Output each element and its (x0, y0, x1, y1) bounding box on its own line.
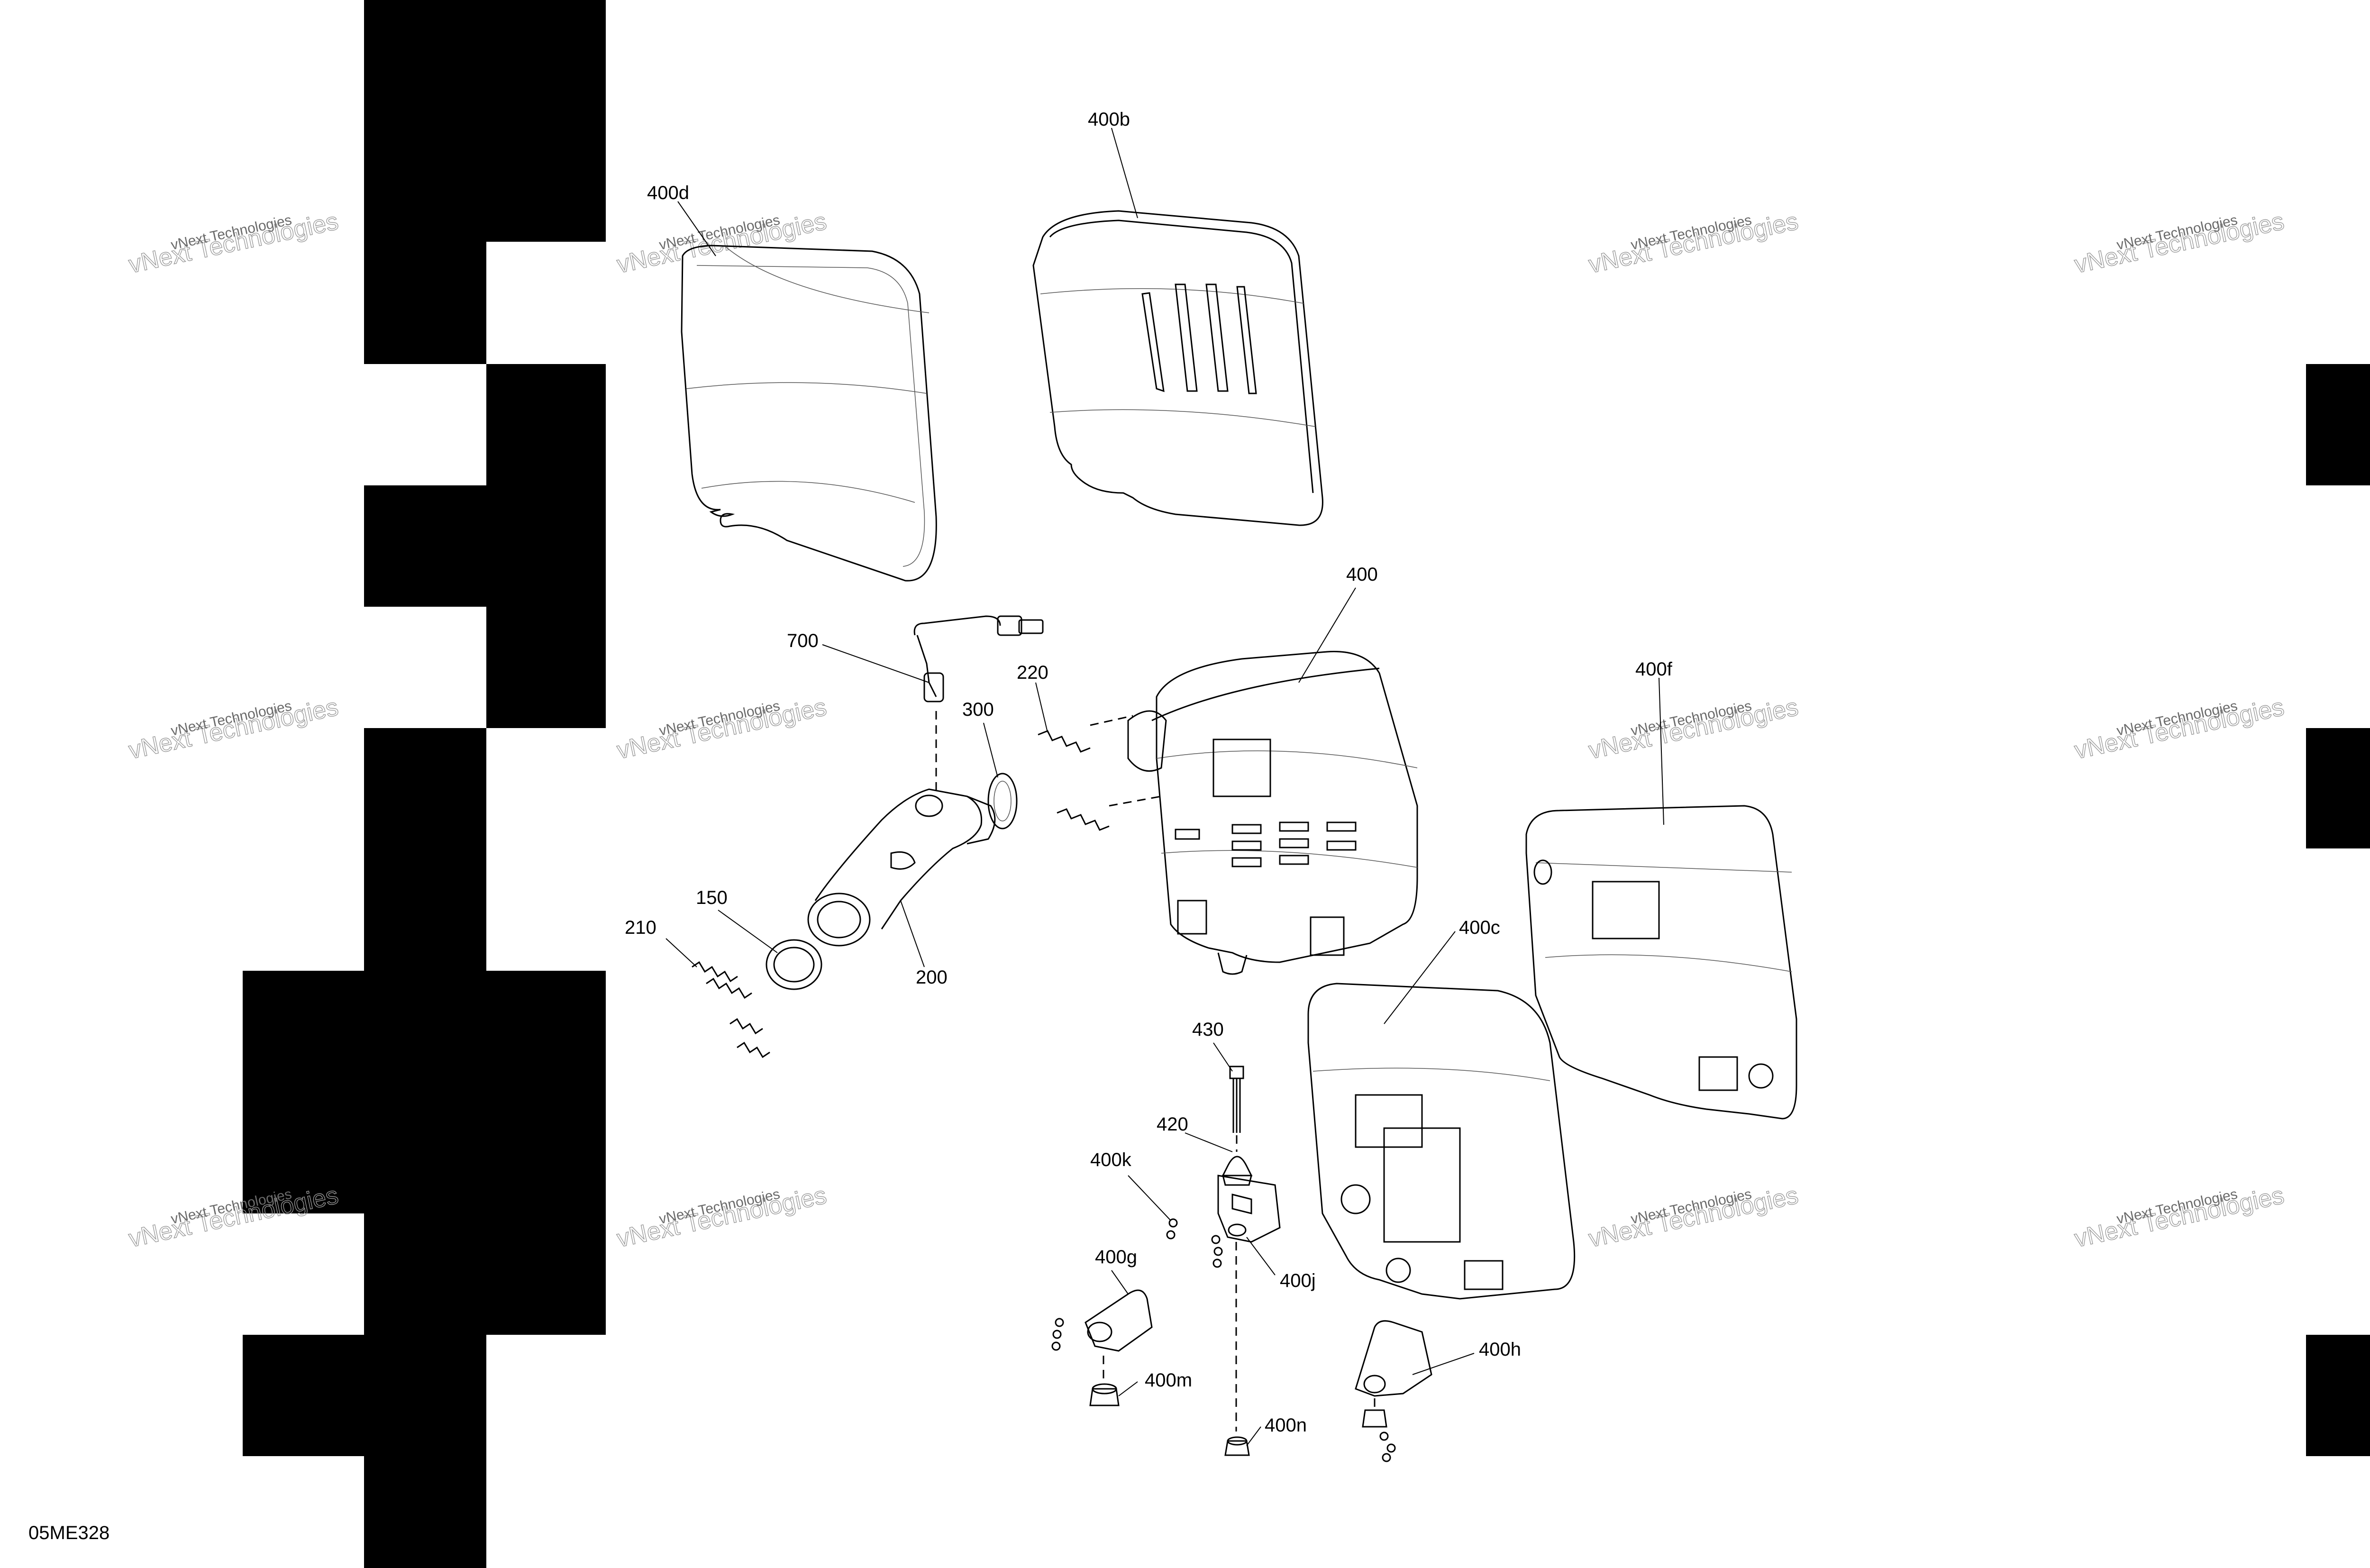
part-400c-cover (1307, 983, 1576, 1300)
watermark-outline-text: vNext Technologies (615, 1182, 829, 1253)
part-700-oxygen-sensor (913, 615, 1044, 796)
part-400k-screws (1166, 1218, 1223, 1268)
callout-150: 150 (696, 887, 728, 908)
callout-400n: 400n (1265, 1415, 1307, 1436)
watermark-outline-text: vNext Technologies (127, 208, 341, 279)
watermark-outline-text: vNext Technologies (615, 693, 829, 765)
part-400m-foot (1089, 1383, 1120, 1406)
part-420-grommet (1221, 1156, 1253, 1186)
document-code: 05ME328 (28, 1522, 110, 1543)
callout-210: 210 (625, 917, 656, 938)
callout-220: 220 (1017, 662, 1048, 683)
watermark-outline-text: vNext Technologies (1586, 208, 1801, 279)
muffler-slots (1175, 821, 1357, 867)
callout-400g: 400g (1095, 1247, 1137, 1267)
part-200-exhaust-pipe (807, 788, 996, 947)
part-210-springs (692, 961, 770, 1058)
watermark-outline-text: vNext Technologies (1586, 693, 1801, 765)
part-400b-heat-shield (1032, 210, 1323, 526)
part-400j-bracket (1166, 1175, 1281, 1431)
callout-400k: 400k (1090, 1149, 1132, 1170)
part-220-springs (1038, 715, 1162, 831)
watermark-outline-text: vNext Technologies (127, 1182, 341, 1253)
callout-430: 430 (1192, 1019, 1224, 1040)
callout-400d: 400d (647, 182, 689, 203)
callout-400j: 400j (1280, 1270, 1316, 1291)
callout-400b: 400b (1088, 109, 1130, 130)
callout-labels: 400d 400b 400 700 220 300 400f 150 210 2… (625, 109, 1673, 1436)
part-430-bolt (1229, 1066, 1244, 1152)
callout-300: 300 (962, 699, 994, 720)
watermark-outline-text: vNext Technologies (2072, 1182, 2287, 1253)
callout-400c: 400c (1459, 917, 1500, 938)
callout-400f: 400f (1635, 659, 1673, 680)
callout-420: 420 (1157, 1114, 1188, 1135)
part-400n-foot (1224, 1436, 1250, 1456)
callout-400m: 400m (1145, 1370, 1192, 1391)
part-150-gasket-ring (766, 939, 822, 990)
part-400d-heat-shield (681, 245, 937, 582)
watermark-outline-text: vNext Technologies (2072, 208, 2287, 279)
callout-200: 200 (916, 967, 948, 988)
part-400g-bracket (1051, 1289, 1153, 1384)
part-400f-cover (1525, 805, 1797, 1120)
callout-400: 400 (1346, 564, 1378, 585)
callout-700: 700 (787, 630, 819, 651)
watermark-outline-text: vNext Technologies (615, 208, 829, 279)
right-registration-marks (2306, 364, 2370, 1456)
part-300-gasket (987, 773, 1018, 830)
part-400h-bracket (1355, 1320, 1432, 1462)
watermark-outline-text: vNext Technologies (127, 693, 341, 765)
leader-lines (665, 128, 1664, 1446)
watermark-outline-text: vNext Technologies (2072, 693, 2287, 765)
callout-400h: 400h (1479, 1339, 1521, 1360)
part-400-muffler (1127, 651, 1418, 975)
watermark-outline-text: vNext Technologies (1586, 1182, 1801, 1253)
left-registration-marks (243, 0, 606, 1568)
